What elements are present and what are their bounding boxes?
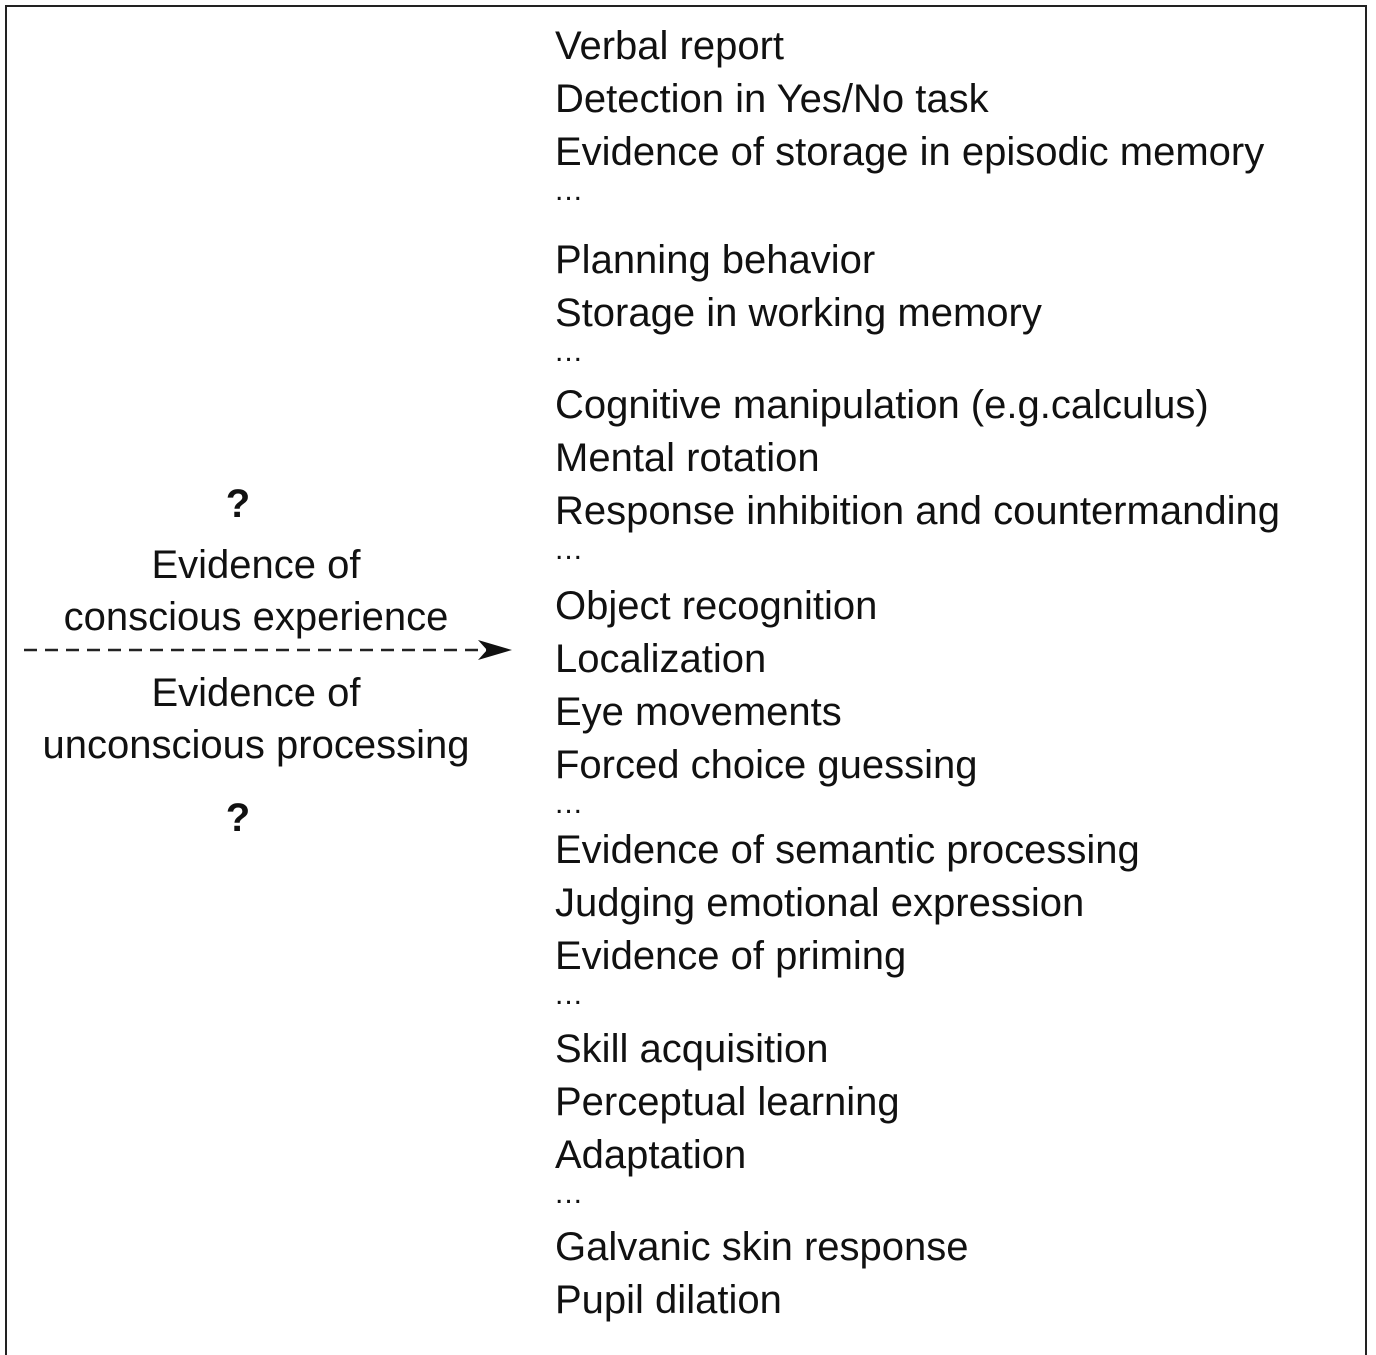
unconscious-label-line-2: unconscious processing (42, 723, 470, 767)
measure-item: Pupil dilation (555, 1278, 782, 1322)
question-mark-top: ? (225, 482, 251, 526)
measure-item: Verbal report (555, 24, 785, 68)
unconscious-label-line-1: Evidence of (151, 671, 361, 715)
measure-item: Cognitive manipulation (e.g.calculus) (555, 383, 1209, 427)
ellipsis: ... (555, 335, 584, 368)
measure-item: Evidence of semantic processing (555, 828, 1140, 872)
unconscious-processing-label: Evidence of unconscious processing (0, 667, 512, 771)
measure-group-4: Object recognition Localization Eye move… (555, 580, 1365, 824)
measure-item: Evidence of priming (555, 934, 907, 978)
measure-item: Evidence of storage in episodic memory (555, 130, 1265, 174)
measure-group-2: Planning behavior Storage in working mem… (555, 234, 1365, 372)
ellipsis: ... (555, 174, 584, 207)
ellipsis: ... (555, 1177, 584, 1210)
arrowhead-icon (478, 640, 512, 660)
measure-item: Storage in working memory (555, 291, 1042, 335)
conscious-experience-label: Evidence of conscious experience (0, 539, 512, 643)
measure-item: Adaptation (555, 1133, 747, 1177)
measure-item: Planning behavior (555, 238, 876, 282)
measure-group-1: Verbal report Detection in Yes/No task E… (555, 20, 1365, 211)
measure-item: Object recognition (555, 584, 878, 628)
measure-item: Skill acquisition (555, 1027, 829, 1071)
ellipsis: ... (555, 978, 584, 1011)
measure-item: Response inhibition and countermanding (555, 489, 1280, 533)
measure-item: Localization (555, 637, 767, 681)
diagram-frame (5, 5, 1367, 1355)
measure-item: Mental rotation (555, 436, 820, 480)
measure-group-6: Skill acquisition Perceptual learning Ad… (555, 1023, 1365, 1214)
measure-group-5: Evidence of semantic processing Judging … (555, 824, 1365, 1015)
threshold-dashed-arrow (24, 640, 512, 660)
conscious-label-line-2: conscious experience (63, 595, 449, 639)
measures-list: Verbal report Detection in Yes/No task E… (555, 0, 1365, 1348)
ellipsis: ... (555, 533, 584, 566)
measure-item: Forced choice guessing (555, 743, 978, 787)
measure-item: Judging emotional expression (555, 881, 1085, 925)
conscious-label-line-1: Evidence of (151, 543, 361, 587)
measure-group-7: Galvanic skin response Pupil dilation (555, 1221, 1365, 1327)
measure-item: Galvanic skin response (555, 1225, 969, 1269)
question-mark-bottom: ? (225, 796, 251, 840)
ellipsis: ... (555, 787, 584, 820)
boundary-panel: ? Evidence of conscious experience Evide… (0, 0, 520, 1348)
measure-item: Detection in Yes/No task (555, 77, 989, 121)
measure-item: Perceptual learning (555, 1080, 900, 1124)
measure-group-3: Cognitive manipulation (e.g.calculus) Me… (555, 379, 1365, 570)
measure-item: Eye movements (555, 690, 842, 734)
